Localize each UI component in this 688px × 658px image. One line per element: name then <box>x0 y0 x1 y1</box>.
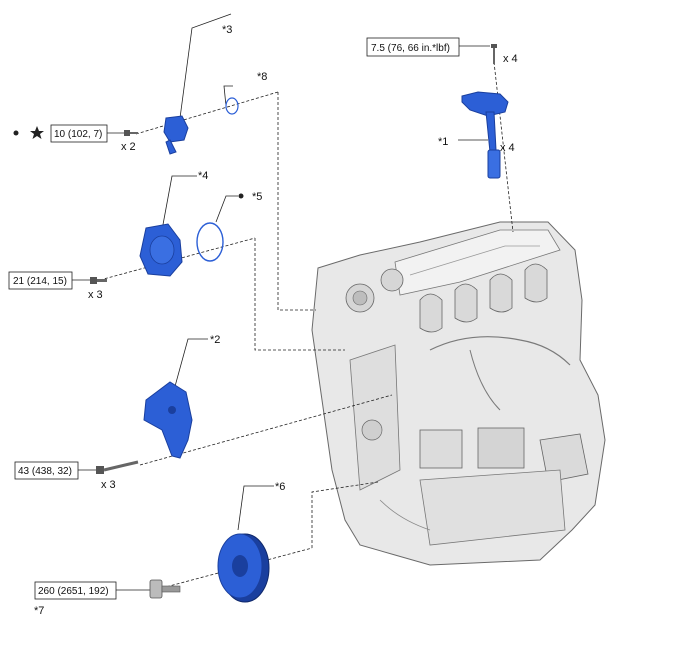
bullet-dot-icon <box>13 130 19 136</box>
torque-box-cam: 10 (102, 7) <box>50 124 108 143</box>
callout-1: *1 <box>438 136 448 148</box>
o-ring-8 <box>225 97 239 115</box>
qty-coil: x 4 <box>500 142 515 154</box>
crank-pulley <box>217 533 270 603</box>
callout-3: *3 <box>222 24 232 36</box>
qty-pump: x 3 <box>88 289 103 301</box>
torque-box-bracket: 43 (438, 32) <box>14 461 79 480</box>
torque-bracket-text: 43 (438, 32) <box>18 466 72 477</box>
vacuum-pump <box>139 223 183 277</box>
torque-pulley-text: 260 (2651, 192) <box>38 586 109 597</box>
engine-block <box>311 221 606 566</box>
qty-coil-bolt: x 4 <box>503 53 518 65</box>
qty-bracket: x 3 <box>101 479 116 491</box>
torque-box-pump: 21 (214, 15) <box>8 271 73 290</box>
torque-cam-text: 10 (102, 7) <box>54 129 102 140</box>
pump-bolt <box>90 277 107 284</box>
cam-sensor-bolt <box>124 130 138 136</box>
bullet-dot-icon-5 <box>238 193 244 199</box>
torque-pump-text: 21 (214, 15) <box>13 276 67 287</box>
callout-6: *6 <box>275 481 285 493</box>
callout-7: *7 <box>34 605 44 617</box>
torque-box-coil: 7.5 (76, 66 in.*lbf) <box>366 37 460 57</box>
qty-cam: x 2 <box>121 141 136 153</box>
callout-8: *8 <box>257 71 267 83</box>
cam-position-sensor <box>163 115 189 155</box>
callout-2: *2 <box>210 334 220 346</box>
leader-lines <box>72 13 514 591</box>
torque-coil-text: 7.5 (76, 66 in.*lbf) <box>371 43 450 54</box>
pulley-bolt <box>149 579 181 599</box>
coil-bolt <box>491 44 497 64</box>
ignition-coil <box>461 91 509 179</box>
torque-box-pulley: 260 (2651, 192) <box>34 581 117 600</box>
bracket-bolt <box>96 460 139 474</box>
gasket-5 <box>196 222 224 262</box>
star-icon <box>30 126 44 139</box>
engine-bracket <box>143 381 193 459</box>
callout-5: *5 <box>252 191 262 203</box>
callout-4: *4 <box>198 170 208 182</box>
